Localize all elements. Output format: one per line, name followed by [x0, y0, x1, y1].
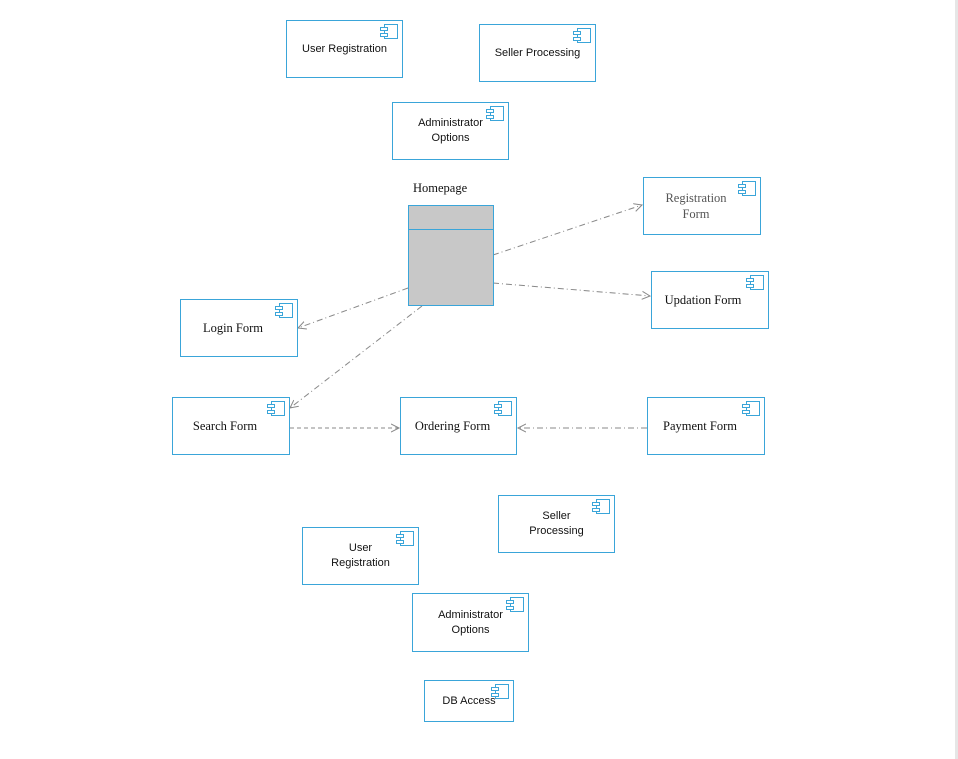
component-seller-processing-top[interactable]: Seller Processing	[479, 24, 596, 82]
component-label: Seller Processing	[494, 46, 581, 59]
component-user-registration-top[interactable]: User Registration	[286, 20, 403, 78]
component-updation-form[interactable]: Updation Form	[651, 271, 769, 329]
component-label: User Registration	[331, 542, 390, 569]
component-seller-processing-bottom[interactable]: Seller Processing	[498, 495, 615, 553]
component-icon	[738, 181, 757, 197]
component-login-form[interactable]: Login Form	[180, 299, 298, 357]
arrow-homepage-to-registration-form	[492, 205, 642, 256]
arrow-homepage-to-search-form	[290, 305, 423, 408]
component-registration-form[interactable]: Registration Form	[643, 177, 761, 235]
component-label: Ordering Form	[414, 419, 491, 433]
component-icon	[742, 401, 761, 417]
arrow-homepage-to-login-form	[298, 287, 409, 328]
component-label: Administrator Options	[418, 117, 483, 144]
component-icon	[275, 303, 294, 319]
component-label: Updation Form	[664, 293, 742, 307]
class-divider	[409, 229, 493, 230]
component-icon	[573, 28, 592, 44]
component-search-form[interactable]: Search Form	[172, 397, 290, 455]
component-user-registration-bottom[interactable]: User Registration	[302, 527, 419, 585]
component-icon	[486, 106, 505, 122]
component-icon	[491, 684, 510, 700]
component-administrator-options-bottom[interactable]: Administrator Options	[412, 593, 529, 652]
component-label: Administrator Options	[438, 608, 503, 636]
component-administrator-options-top[interactable]: Administrator Options	[392, 102, 509, 160]
component-db-access[interactable]: DB Access	[424, 680, 514, 722]
component-icon	[267, 401, 286, 417]
component-label: User Registration	[302, 42, 387, 55]
component-label: DB Access	[442, 694, 496, 707]
component-icon	[380, 24, 399, 40]
component-icon	[746, 275, 765, 291]
component-label: Payment Form	[663, 419, 737, 433]
component-icon	[592, 499, 611, 515]
canvas-right-edge	[955, 0, 958, 759]
component-label: Login Form	[202, 321, 264, 335]
component-label: Search Form	[192, 419, 258, 433]
component-ordering-form[interactable]: Ordering Form	[400, 397, 517, 455]
component-label: Seller Processing	[529, 510, 584, 537]
component-icon	[494, 401, 513, 417]
component-label: Registration Form	[665, 191, 727, 221]
homepage-label: Homepage	[413, 181, 468, 195]
homepage-class-box[interactable]	[408, 205, 494, 306]
component-icon	[506, 597, 525, 613]
component-payment-form[interactable]: Payment Form	[647, 397, 765, 455]
arrow-homepage-to-updation-form	[492, 282, 650, 296]
component-icon	[396, 531, 415, 547]
